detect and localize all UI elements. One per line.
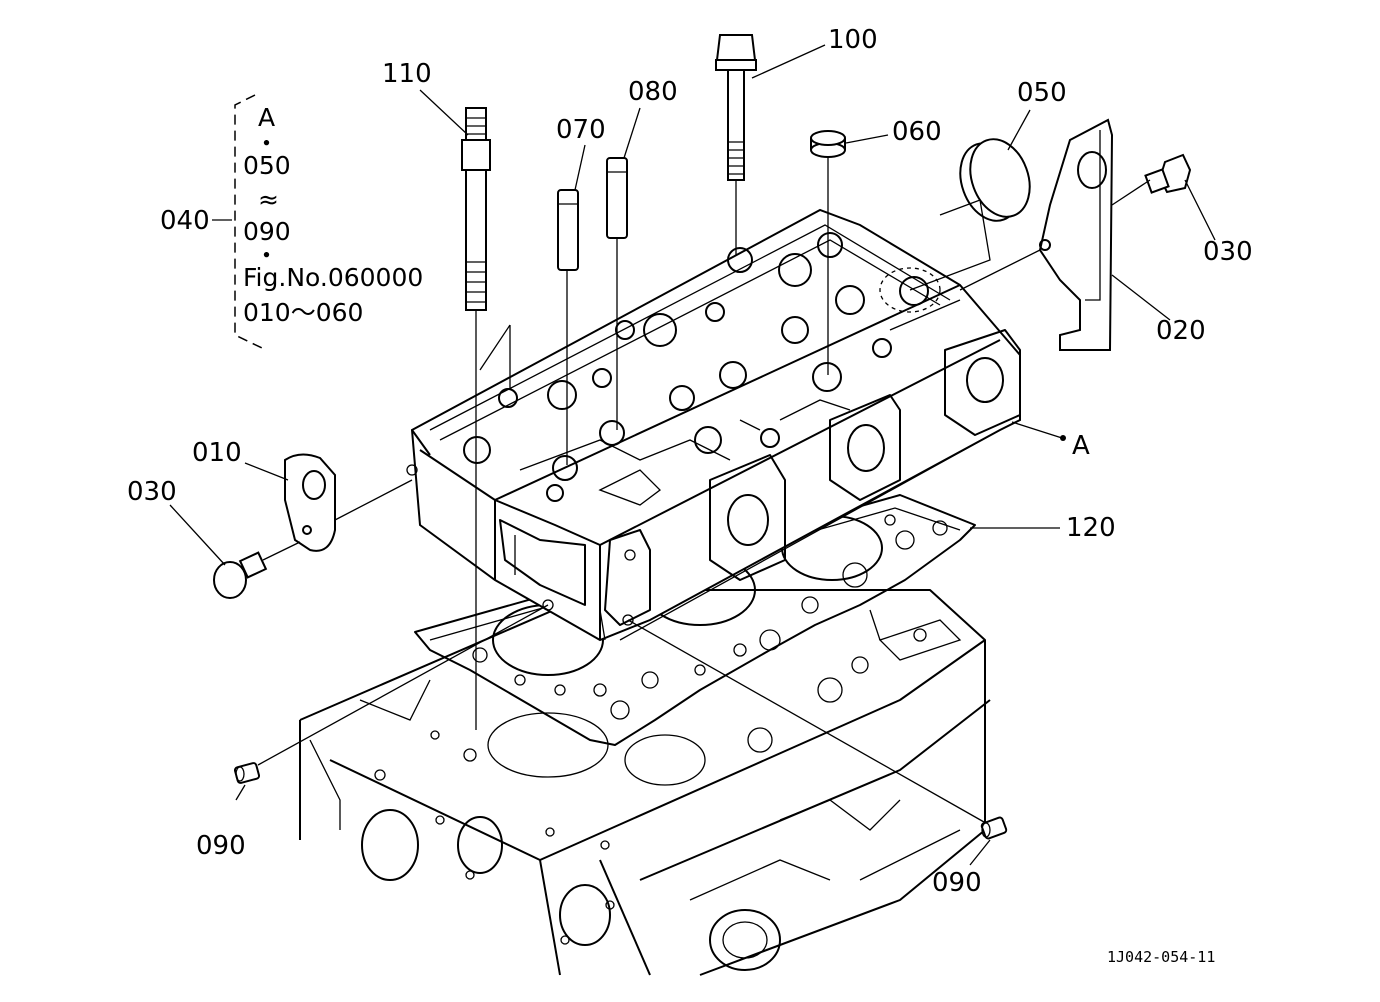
cylinder-head <box>406 208 1021 642</box>
group-note-line-7: Fig.No.060000 <box>243 263 423 292</box>
valve-guide-070 <box>557 189 579 271</box>
callout-090-left: 090 <box>196 831 246 861</box>
callout-010: 010 <box>192 438 242 468</box>
callout-120: 120 <box>1066 513 1116 543</box>
bolt-100 <box>715 34 757 181</box>
plate-010 <box>284 453 336 552</box>
callout-100: 100 <box>828 25 878 55</box>
callout-060: 060 <box>892 117 942 147</box>
group-note-line-4: ≈ <box>258 185 279 214</box>
plug-090-right <box>980 816 1008 840</box>
drawing-id: 1J042-054-11 <box>1107 948 1215 966</box>
group-bracket-040 <box>234 94 263 349</box>
engine-block <box>299 589 991 976</box>
callout-050: 050 <box>1017 78 1067 108</box>
leader-lines <box>169 44 1216 866</box>
bracket-020 <box>1038 118 1114 351</box>
callout-A: A <box>1072 431 1090 461</box>
plug-050 <box>959 138 1031 222</box>
callout-110: 110 <box>382 59 432 89</box>
callout-040: 040 <box>160 206 210 236</box>
callout-labels: 110 100 080 070 060 050 030 020 A 120 01… <box>127 25 1253 898</box>
group-note-line-1: A <box>258 103 275 132</box>
callout-030-lower: 030 <box>127 477 177 507</box>
group-note-040: 040 A ・ 050 ≈ 090 ・ Fig.No.060000 010～06… <box>160 103 423 327</box>
callout-020: 020 <box>1156 316 1206 346</box>
seal-060 <box>810 130 846 158</box>
valve-guide-080 <box>606 157 628 239</box>
group-note-line-3: 050 <box>243 151 291 180</box>
group-note-line-5: 090 <box>243 217 291 246</box>
callout-070: 070 <box>556 115 606 145</box>
callout-090-right: 090 <box>932 868 982 898</box>
callout-080: 080 <box>628 77 678 107</box>
group-note-line-6: ・ <box>254 241 279 270</box>
bolt-030-lower <box>213 551 268 599</box>
group-note-line-2: ・ <box>254 129 279 158</box>
plug-090-left <box>233 762 261 784</box>
bolt-030-upper <box>1144 153 1192 194</box>
stud-110 <box>461 107 491 311</box>
group-note-line-8: 010～060 <box>243 298 363 327</box>
callout-030-upper: 030 <box>1203 237 1253 267</box>
